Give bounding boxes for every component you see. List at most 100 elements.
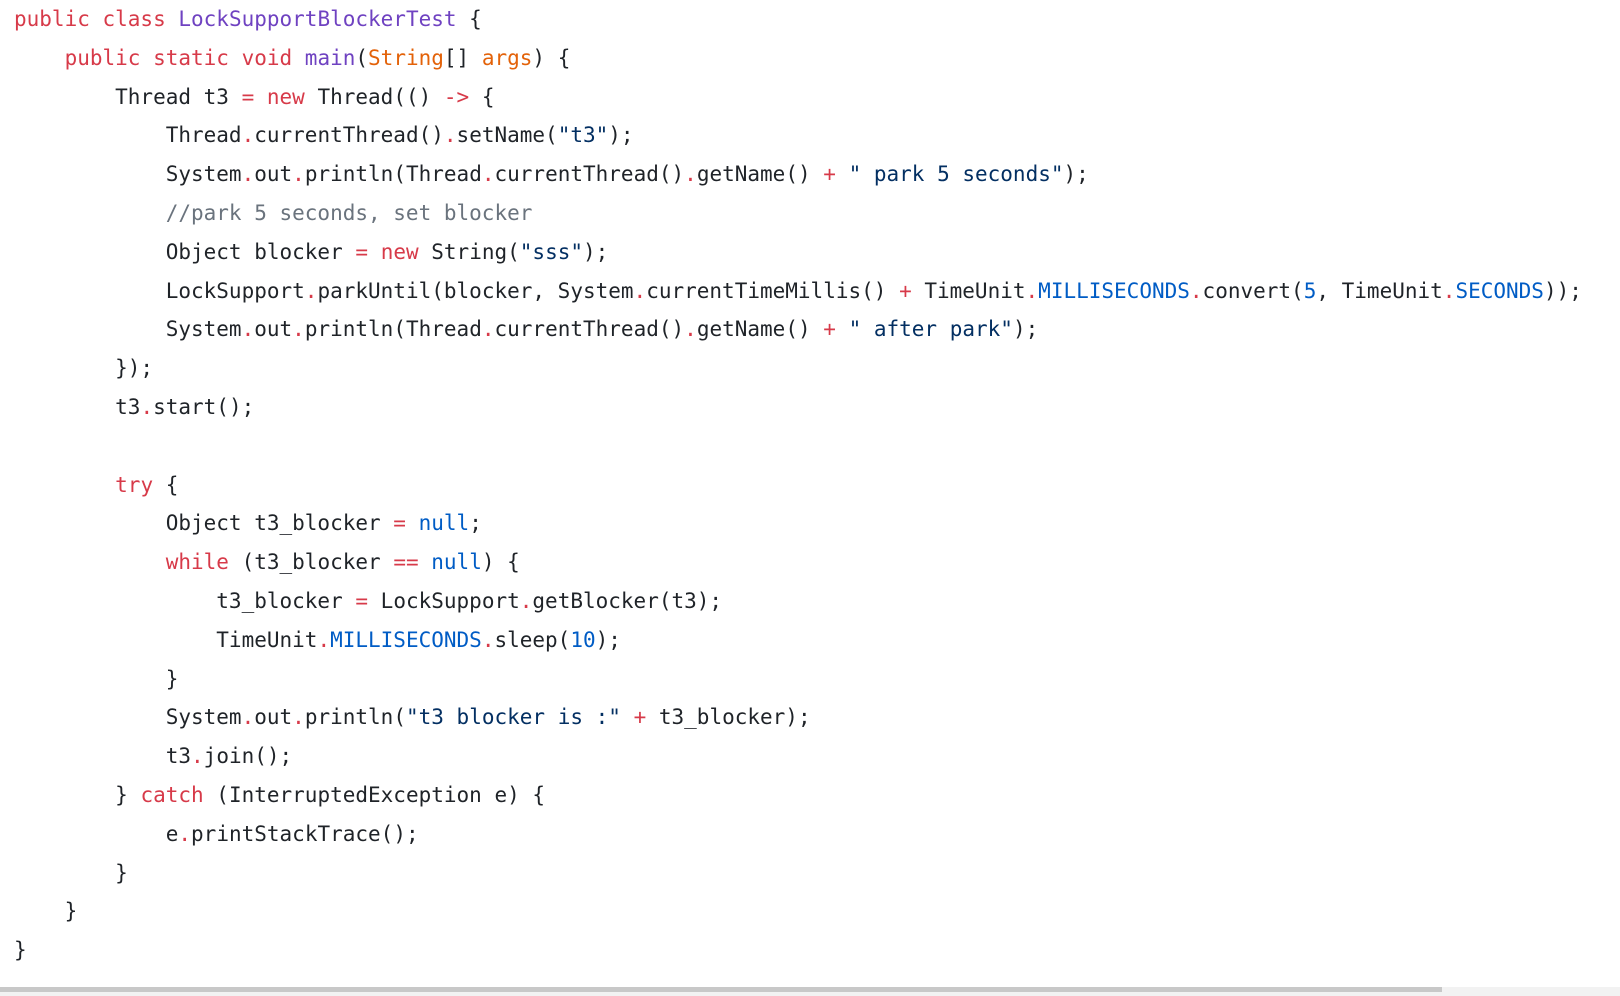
code-line: } (14, 660, 1582, 699)
code-token-plain: out (254, 705, 293, 730)
code-line: System.out.println("t3 blocker is :" + t… (14, 698, 1582, 737)
code-line (14, 427, 1582, 466)
code-token-plain: Thread t3 (14, 84, 242, 109)
code-token-operator: . (241, 317, 255, 342)
code-token-keyword: while (165, 550, 229, 575)
code-line: } (14, 931, 1582, 970)
code-token-operator: -> (443, 84, 470, 109)
code-token-keyword: public class (14, 7, 179, 31)
code-token-plain (254, 85, 267, 109)
code-token-constant: null (418, 511, 470, 536)
code-token-plain: currentThread() (494, 162, 685, 187)
code-token-plain (836, 162, 849, 186)
code-token-operator: . (1025, 278, 1039, 303)
code-token-keyword: try (115, 472, 154, 497)
code-token-operator: = (241, 84, 255, 109)
code-token-plain: Object t3_blocker (14, 511, 394, 536)
code-token-constant: SECONDS (1455, 278, 1544, 303)
code-token-plain: TimeUnit (14, 627, 318, 652)
code-token-class_name: main (304, 45, 356, 70)
code-token-operator: . (633, 278, 647, 303)
code-line: } (14, 892, 1582, 931)
code-token-plain: ); (1063, 162, 1089, 187)
code-line: while (t3_blocker == null) { (14, 543, 1582, 582)
code-token-plain: LockSupport (368, 588, 520, 613)
code-token-plain: }); (14, 356, 154, 381)
code-token-plain: t3_blocker); (646, 705, 811, 730)
code-token-plain: System (14, 162, 242, 187)
code-token-comment: //park 5 seconds, set blocker (165, 200, 533, 225)
code-token-string: "t3" (557, 123, 609, 148)
code-token-operator: . (304, 278, 318, 303)
code-token-plain: )); (1543, 278, 1582, 303)
code-token-operator: . (140, 394, 154, 419)
code-token-operator: . (241, 162, 255, 187)
code-token-operator: = (393, 511, 406, 536)
code-token-plain: (t3_blocker (228, 550, 394, 575)
code-line: t3.start(); (14, 388, 1582, 427)
code-token-operator: . (241, 123, 255, 148)
code-token-plain: ; (469, 511, 482, 536)
code-line: public static void main(String[] args) { (14, 39, 1582, 78)
code-token-keyword: public static void (64, 45, 305, 70)
code-token-plain: } (14, 666, 179, 691)
code-line: } catch (InterruptedException e) { (14, 776, 1582, 815)
code-token-plain: (InterruptedException e) { (203, 782, 546, 807)
horizontal-scrollbar[interactable] (0, 987, 1620, 996)
code-token-plain: } (14, 860, 128, 885)
code-line: System.out.println(Thread.currentThread(… (14, 310, 1582, 349)
code-token-plain: getName() (696, 317, 824, 342)
code-token-plain: Thread(() (304, 84, 444, 109)
code-token-plain: printStackTrace(); (191, 821, 419, 846)
code-token-plain: getName() (696, 162, 824, 187)
code-token-operator: . (178, 821, 192, 846)
code-token-operator: . (1442, 278, 1456, 303)
code-token-plain (14, 550, 166, 574)
code-token-plain: sleep( (494, 627, 571, 652)
code-token-plain (368, 240, 381, 264)
code-token-plain: System (14, 317, 242, 342)
code-line: System.out.println(Thread.currentThread(… (14, 155, 1582, 194)
code-token-plain: { (469, 84, 495, 109)
code-token-plain (14, 46, 65, 70)
code-line: public class LockSupportBlockerTest { (14, 0, 1582, 39)
code-token-plain: join(); (203, 744, 293, 769)
code-token-plain: ) { (532, 45, 571, 70)
code-token-plain: } (14, 938, 27, 963)
code-token-plain: LockSupport (14, 278, 305, 303)
code-token-operator: = (355, 239, 369, 264)
code-token-operator: . (443, 123, 457, 148)
code-token-keyword: new (266, 84, 305, 109)
code-token-operator: . (317, 627, 331, 652)
code-token-plain: println( (304, 705, 406, 730)
code-token-operator: . (684, 162, 697, 187)
code-token-operator: . (684, 317, 697, 342)
code-line: t3_blocker = LockSupport.getBlocker(t3); (14, 582, 1582, 621)
code-token-operator: . (481, 317, 495, 342)
code-token-plain: out (254, 317, 293, 342)
code-token-plain (14, 473, 115, 497)
code-token-plain: parkUntil(blocker, System (317, 278, 634, 303)
code-line: try { (14, 466, 1582, 505)
code-token-number: 10 (570, 627, 596, 652)
code-token-plain (836, 317, 849, 341)
code-token-plain: System (14, 705, 242, 730)
code-token-operator: + (633, 705, 647, 730)
code-token-plain (14, 201, 166, 225)
code-token-plain: ); (595, 627, 621, 652)
code-token-number: 5 (1303, 278, 1317, 303)
code-token-plain: t3_blocker (14, 588, 356, 613)
code-token-plain (621, 705, 634, 729)
code-token-plain: convert( (1202, 278, 1304, 303)
code-token-plain: { (153, 472, 179, 497)
code-token-plain: currentThread() (254, 123, 444, 148)
scrollbar-thumb[interactable] (0, 987, 1442, 992)
code-token-plain: ( (355, 45, 369, 70)
code-token-plain: ); (608, 123, 634, 148)
code-token-plain: String( (418, 239, 520, 264)
code-line: e.printStackTrace(); (14, 815, 1582, 854)
code-token-operator: = (355, 588, 369, 613)
code-token-string: " park 5 seconds" (848, 162, 1064, 187)
code-token-operator: . (292, 705, 305, 730)
code-line: }); (14, 349, 1582, 388)
